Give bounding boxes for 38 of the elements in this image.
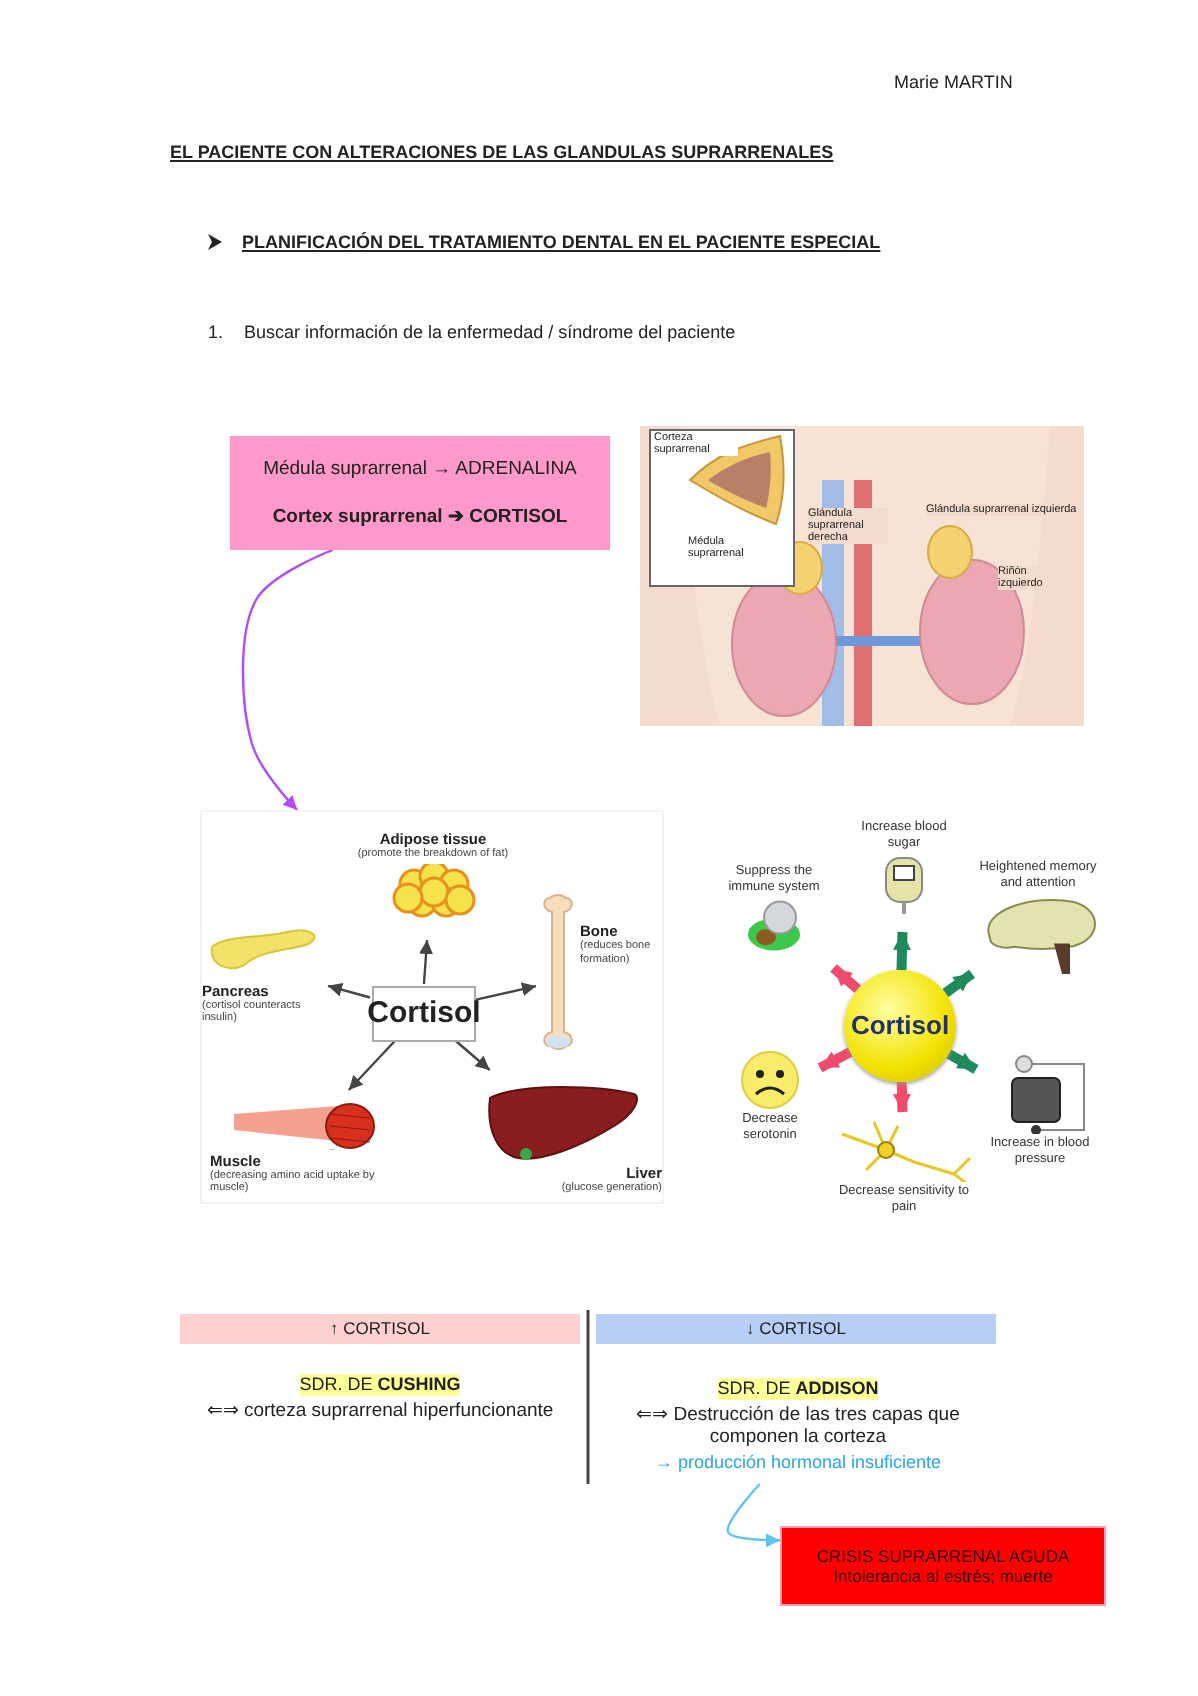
band-label: ↓ CORTISOL (746, 1318, 846, 1340)
note-text: ⇐⇒ Destrucción de las tres capas que componen la corteza (634, 1403, 962, 1449)
note-text: ⇐⇒ corteza suprarrenal hiperfuncionante (206, 1399, 554, 1423)
arrow (327, 982, 371, 999)
cortisol-label: Cortisol (367, 996, 481, 1032)
alert-text: Intolerancia al estrés; muerte (833, 1566, 1053, 1587)
cortisol-circle (844, 970, 956, 1082)
arrow (347, 1039, 397, 1091)
header-band (596, 1314, 996, 1344)
syndrome-name: SDR. DE CUSHING (299, 1373, 461, 1396)
thick-arrow (892, 1081, 911, 1113)
consequence-text: → producción hormonal insuficiente (654, 1452, 942, 1475)
section-heading: PLANIFICACIÓN DEL TRATAMIENTO DENTAL EN EL PACIENTE ESPECIAL (242, 232, 881, 255)
note-text: Médula suprarrenal → ADRENALINA (263, 458, 577, 481)
thick-arrow (946, 1049, 979, 1074)
cortisol-box (372, 986, 476, 1042)
list-number: 1. (208, 322, 224, 345)
thick-arrow (942, 969, 975, 998)
arrow (241, 548, 334, 811)
page-title: EL PACIENTE CON ALTERACIONES DE LAS GLANDULAS SUPRARRENALES (170, 142, 834, 165)
header-band (180, 1314, 580, 1344)
list-item-text: Buscar información de la enfermedad / síndrome del paciente (244, 322, 736, 345)
arrow (726, 1483, 780, 1548)
thick-arrow (817, 1047, 853, 1073)
highlighted-note (230, 436, 610, 550)
author-name: Marie MARTIN (894, 72, 1013, 95)
arrow (473, 982, 537, 1002)
cortisol-label: Cortisol (850, 1010, 950, 1042)
alert-box (780, 1526, 1106, 1606)
alert-text: CRISIS SUPRARRENAL AGUDA (816, 1545, 1070, 1566)
thick-arrow (893, 931, 911, 971)
arrow (453, 1039, 491, 1071)
illustration-panel (200, 810, 664, 1204)
note-text: Cortex suprarrenal ➔ CORTISOL (272, 505, 568, 528)
arrow (419, 939, 434, 985)
band-label: ↑ CORTISOL (330, 1318, 430, 1340)
syndrome-name: SDR. DE ADDISON (717, 1377, 879, 1400)
thick-arrow (830, 964, 862, 993)
